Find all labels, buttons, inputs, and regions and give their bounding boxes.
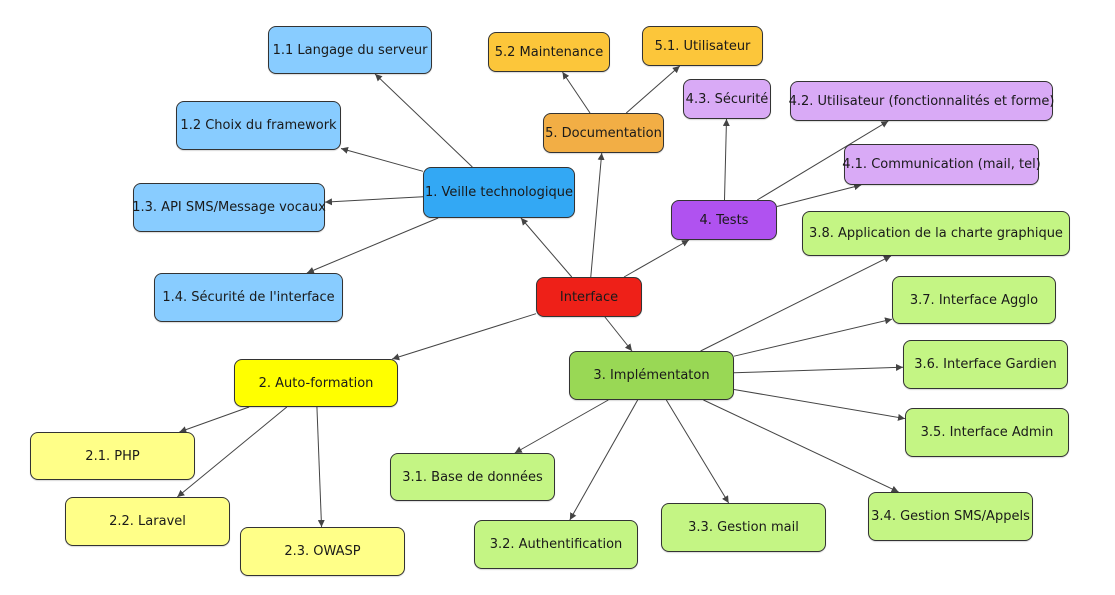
edge-n1-n1_4 (306, 217, 439, 274)
node-gestion-sms-appels[interactable]: 3.4. Gestion SMS/Appels (868, 492, 1033, 541)
node-implementation[interactable]: 3. Implémentaton (569, 351, 734, 400)
edge-n3-n3_8 (700, 255, 892, 352)
node-securite-interface[interactable]: 1.4. Sécurité de l'interface (154, 273, 343, 322)
node-authentification[interactable]: 3.2. Authentification (474, 520, 638, 569)
edge-n3-n3_6 (733, 363, 904, 374)
edge-n3-n3_4 (703, 399, 899, 493)
edge-n1-n1_2 (340, 146, 424, 172)
edge-n1-n1_1 (374, 73, 473, 168)
node-maintenance[interactable]: 5.2 Maintenance (488, 32, 610, 72)
node-api-sms[interactable]: 1.3. API SMS/Message vocaux (132, 183, 326, 232)
edge-n2-n2_1 (179, 406, 250, 433)
edge-n4-n4_1 (776, 183, 862, 207)
node-base-de-donnees[interactable]: 3.1. Base de données (390, 453, 555, 501)
node-auto-formation[interactable]: 2. Auto-formation (234, 359, 398, 407)
edge-group (176, 65, 906, 528)
edge-n2-n2_2 (176, 406, 288, 498)
edge-root-n4 (623, 239, 690, 278)
node-interface-gardien[interactable]: 3.6. Interface Gardien (903, 340, 1068, 389)
node-veille-technologique[interactable]: 1. Veille technologique (423, 167, 575, 218)
node-documentation[interactable]: 5. Documentation (543, 113, 664, 153)
node-langage-serveur[interactable]: 1.1 Langage du serveur (268, 26, 432, 74)
node-interface-agglo[interactable]: 3.7. Interface Agglo (892, 276, 1056, 324)
edge-n3-n3_7 (733, 317, 893, 357)
edge-n3-n3_2 (569, 399, 639, 521)
node-interface-admin[interactable]: 3.5. Interface Admin (905, 408, 1069, 457)
edge-root-n2 (392, 313, 537, 361)
edge-n2-n2_3 (316, 406, 325, 528)
edge-n4-n4_2 (756, 120, 889, 201)
node-interface[interactable]: Interface (536, 277, 642, 317)
edge-root-n1 (520, 217, 573, 278)
node-communication[interactable]: 4.1. Communication (mail, tel) (842, 144, 1041, 185)
edge-root-n3 (604, 316, 633, 352)
edge-n5-n5_1 (625, 65, 681, 114)
node-choix-framework[interactable]: 1.2 Choix du framework (176, 101, 341, 150)
node-utilisateur-fonctionnalites[interactable]: 4.2. Utilisateur (fonctionnalités et for… (789, 81, 1054, 121)
edge-n3-n3_1 (514, 399, 609, 454)
node-owasp[interactable]: 2.3. OWASP (240, 527, 405, 576)
edge-root-n5 (590, 152, 605, 278)
node-laravel[interactable]: 2.2. Laravel (65, 497, 230, 546)
edge-n4-n4_3 (722, 118, 730, 201)
node-utilisateur[interactable]: 5.1. Utilisateur (642, 26, 763, 66)
edge-n3-n3_5 (733, 389, 906, 421)
edge-n5-n5_2 (562, 71, 591, 114)
edge-n3-n3_3 (665, 399, 730, 504)
node-charte-graphique[interactable]: 3.8. Application de la charte graphique (802, 211, 1070, 256)
node-gestion-mail[interactable]: 3.3. Gestion mail (661, 503, 826, 552)
node-tests[interactable]: 4. Tests (671, 200, 777, 240)
edge-n1-n1_3 (324, 196, 424, 206)
node-securite[interactable]: 4.3. Sécurité (683, 79, 771, 119)
node-php[interactable]: 2.1. PHP (30, 432, 195, 480)
